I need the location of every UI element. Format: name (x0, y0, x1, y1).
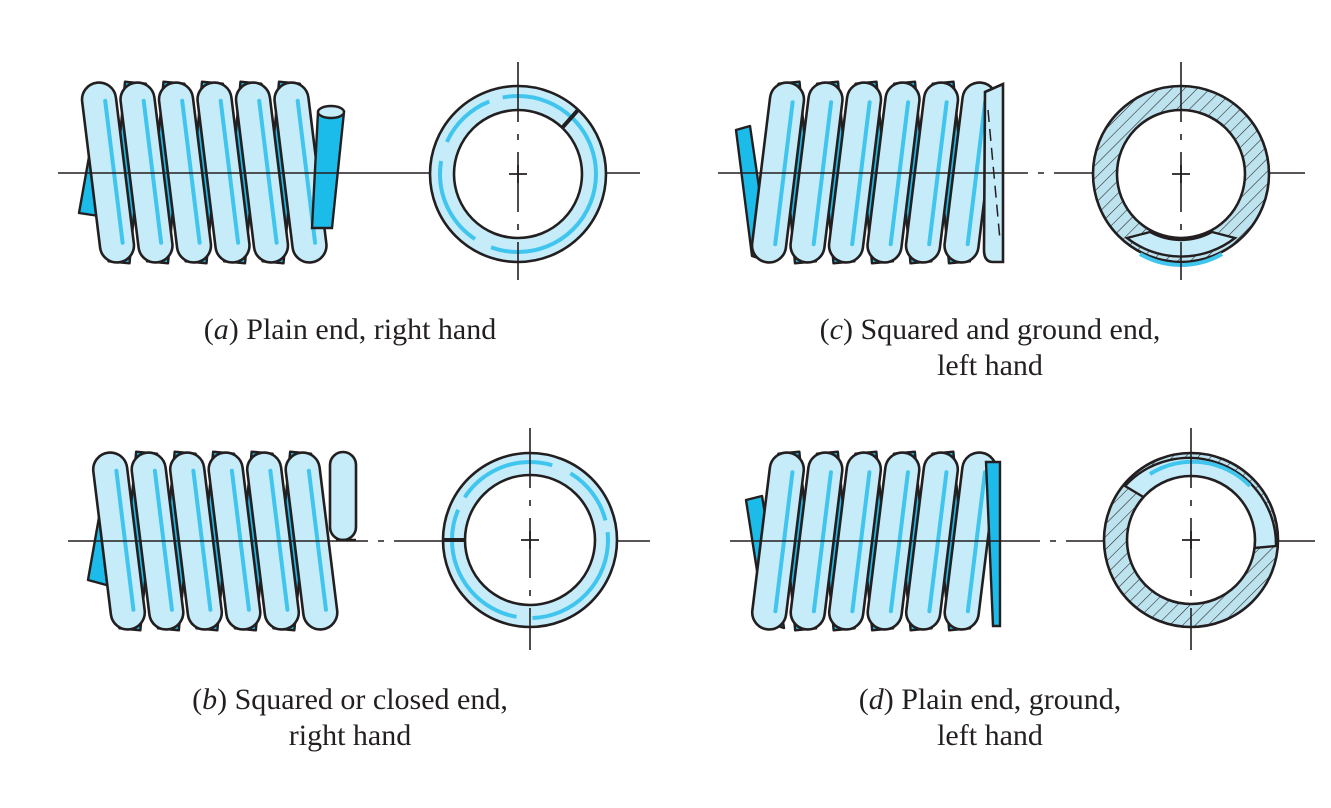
coil-4-highlight (257, 98, 279, 245)
caption-c-line1: Squared and ground end, (852, 313, 1161, 346)
caption-b-line2: right hand (288, 719, 412, 752)
caption-d-line1: Plain end, ground, (893, 683, 1122, 716)
caption-a-letter: a (213, 313, 229, 346)
caption-b: (b) Squared or closed end,right hand (192, 683, 508, 752)
caption-a: (a) Plain end, right hand (203, 313, 497, 346)
coil-1-highlight (141, 98, 164, 245)
caption-c-letter: c (829, 313, 843, 346)
coil-3-highlight (218, 98, 241, 245)
squared-end-coil (328, 450, 358, 542)
wire-tail-end (316, 104, 346, 120)
panel-d-plain-ground-left-hand (730, 428, 1315, 650)
caption-a-line1: Plain end, right hand (238, 313, 497, 346)
coil-2-highlight (180, 98, 202, 245)
ground-end-strand (984, 460, 1002, 628)
caption-d-line2: left hand (937, 719, 1043, 752)
panel-c-squared-ground-left-hand (718, 62, 1305, 280)
ground-end-hidden-line (987, 109, 1001, 241)
coil-0-highlight (103, 98, 125, 245)
caption-b-line1: Squared or closed end, (227, 683, 508, 716)
panel-a-plain-end-right-hand (58, 62, 640, 280)
wire-tail (310, 110, 346, 230)
caption-d: (d) Plain end, ground,left hand (858, 683, 1122, 752)
caption-c-line2: left hand (937, 349, 1043, 382)
caption-c: (c) Squared and ground end,left hand (819, 313, 1161, 382)
caption-d-letter: d (868, 683, 884, 716)
panel-b-squared-end-right-hand (68, 428, 650, 650)
ring-highlight (1148, 459, 1252, 488)
caption-b-letter: b (202, 683, 218, 716)
wire-end-mark (560, 108, 580, 130)
